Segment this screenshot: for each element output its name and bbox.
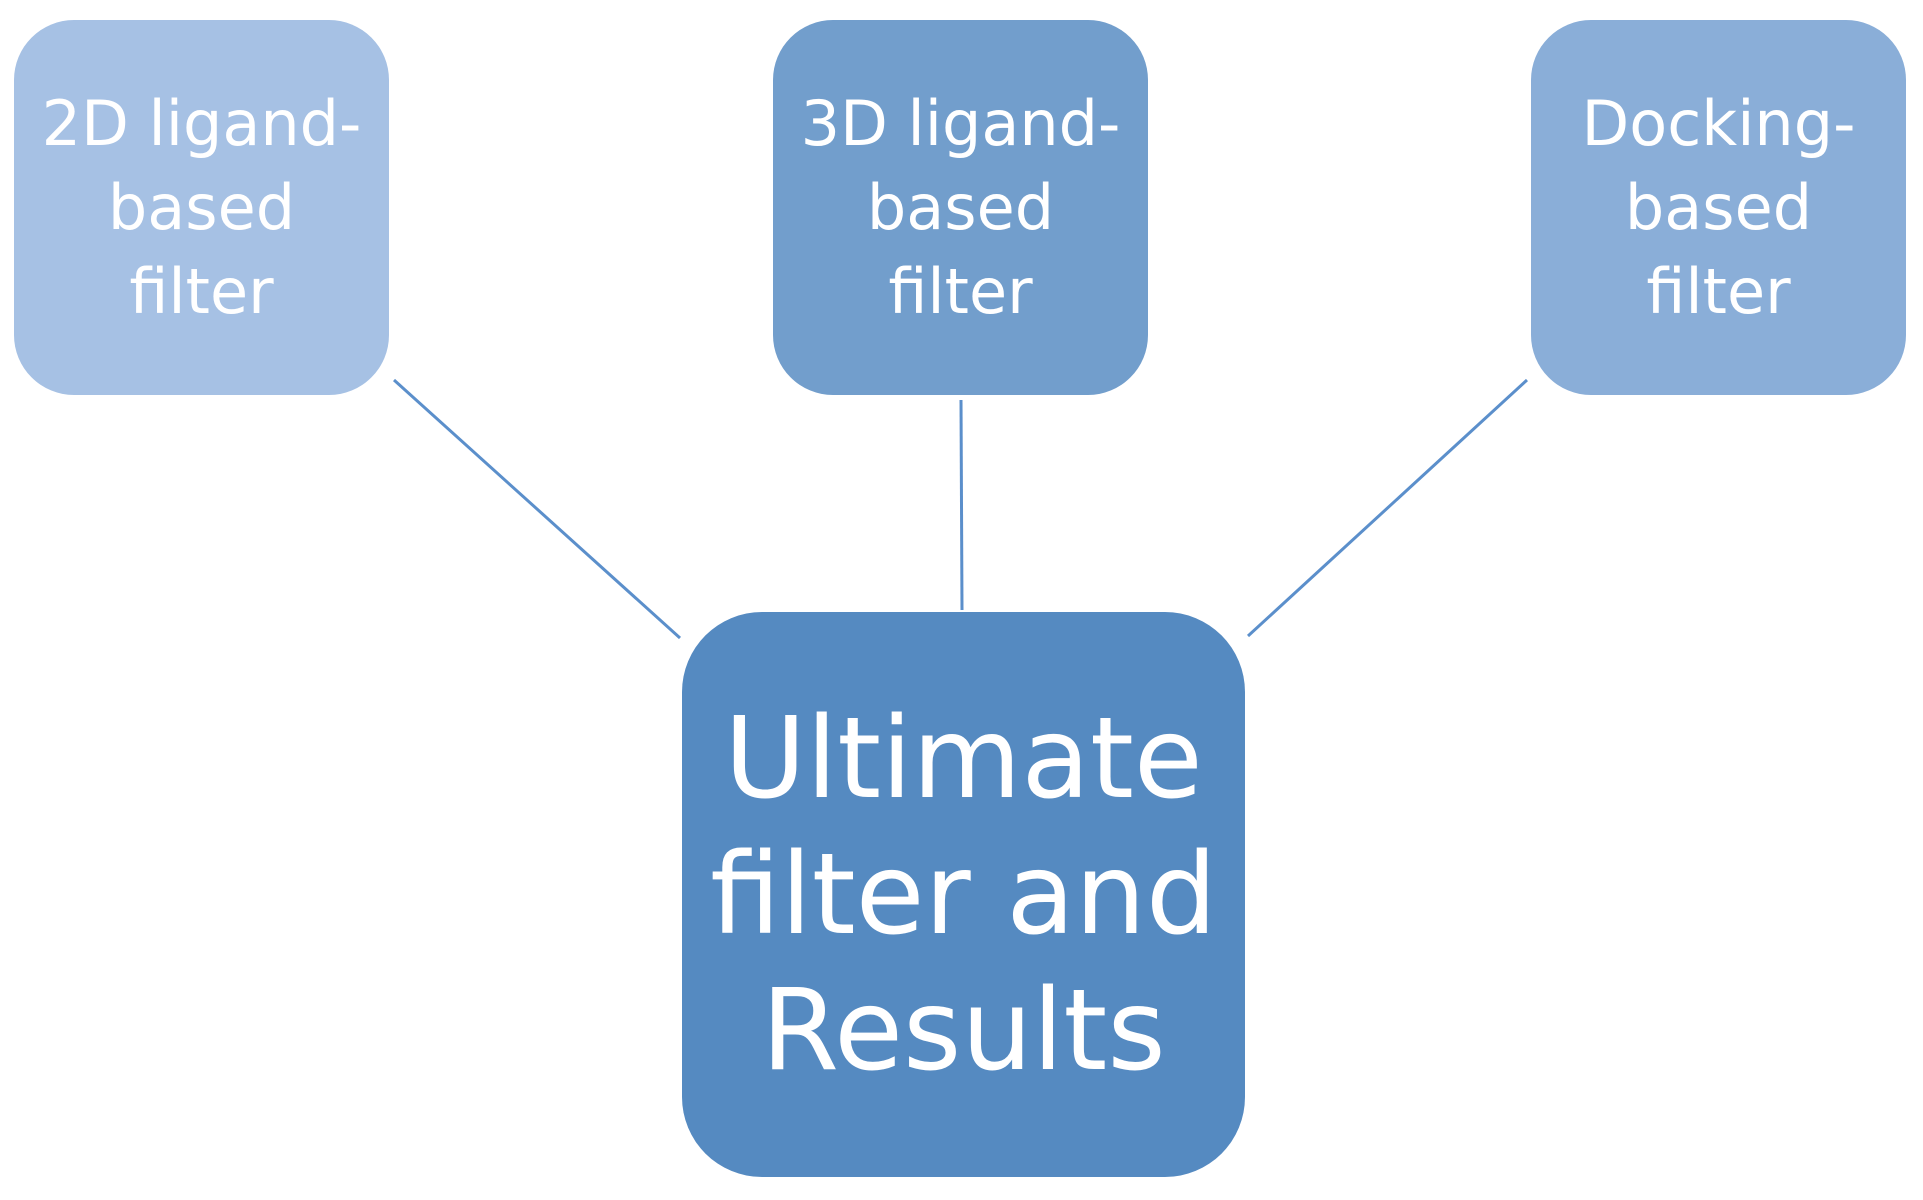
node-label-line: based (866, 170, 1055, 244)
node-label-line: filter (129, 254, 274, 328)
node-label-line: Docking- (1581, 86, 1856, 160)
node-ultimate-filter-results: Ultimate filter and Results (682, 612, 1245, 1177)
node-3d-ligand-filter: 3D ligand- based filter (773, 20, 1148, 395)
node-label-line: filter and (710, 829, 1217, 960)
connector-docking-to-ultimate (1246, 378, 1529, 638)
node-label-line: 2D ligand- (41, 86, 362, 160)
node-label-line: Results (761, 965, 1166, 1096)
node-label-line: based (1624, 170, 1813, 244)
node-docking-filter: Docking- based filter (1531, 20, 1906, 395)
node-label-line: filter (1646, 254, 1791, 328)
node-2d-ligand-filter: 2D ligand- based filter (14, 20, 389, 395)
connector-3d-to-ultimate (959, 399, 964, 611)
node-label-line: based (107, 170, 296, 244)
node-label-line: Ultimate (724, 693, 1203, 824)
node-label-line: filter (888, 254, 1033, 328)
connector-2d-to-ultimate (392, 378, 682, 640)
node-label-line: 3D ligand- (800, 86, 1121, 160)
